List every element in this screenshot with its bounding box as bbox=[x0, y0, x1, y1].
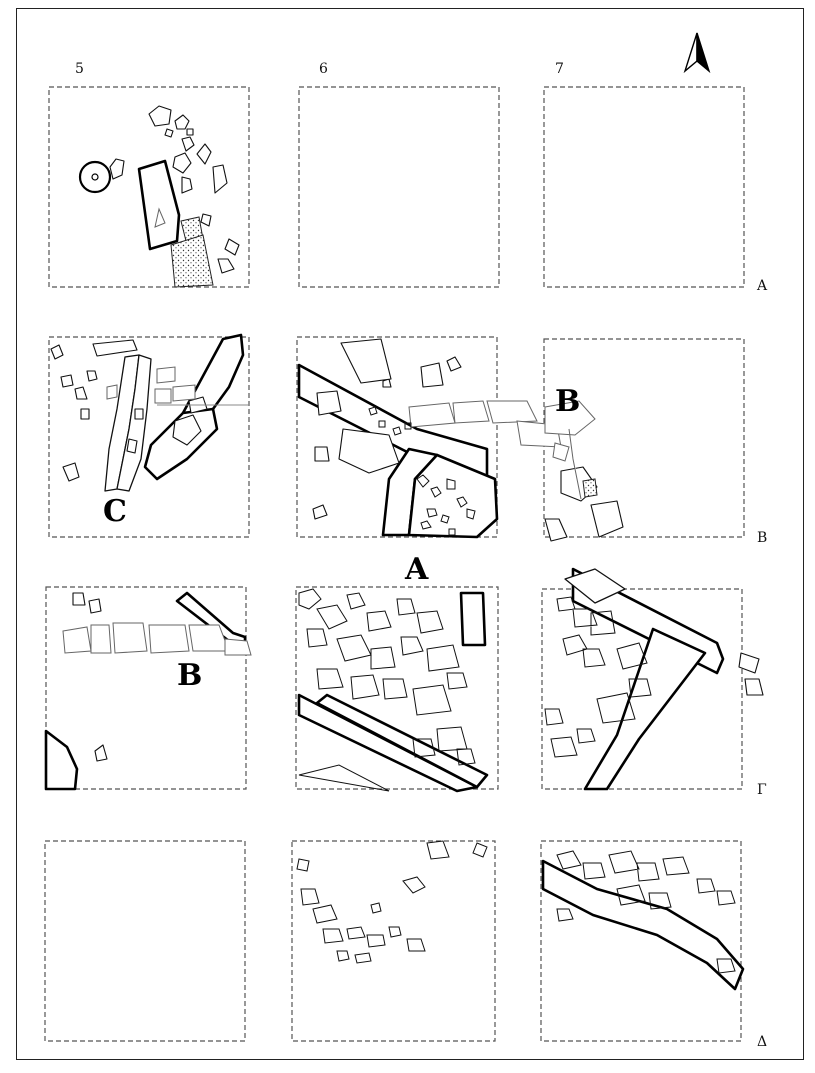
trench-d7 bbox=[540, 840, 742, 1042]
trench-b7 bbox=[543, 338, 745, 538]
wall-a-g7-features bbox=[544, 567, 764, 791]
trench-g7 bbox=[541, 588, 743, 790]
trench-g5 bbox=[45, 586, 247, 790]
row-label-b: B bbox=[757, 530, 767, 546]
column-label-6: 6 bbox=[319, 61, 328, 77]
trench-a5 bbox=[48, 86, 250, 288]
grid-squares bbox=[44, 86, 745, 1042]
plan-drawing: 5 6 7 A B Γ Δ bbox=[44, 32, 768, 1050]
row-label-gamma: Γ bbox=[757, 782, 767, 798]
wall-label-b-east: B bbox=[555, 384, 580, 419]
wall-c-features bbox=[50, 333, 249, 492]
wall-a-features bbox=[175, 588, 489, 793]
wall-a-b6-features bbox=[297, 338, 562, 539]
trench-a6 bbox=[298, 86, 500, 288]
trench-a7 bbox=[543, 86, 745, 288]
row-label-delta: Δ bbox=[757, 1034, 767, 1050]
wall-b-east-features bbox=[544, 400, 624, 542]
wall-label-a: A bbox=[404, 552, 429, 587]
trench-d6 bbox=[291, 840, 496, 1042]
row-label-a: A bbox=[756, 278, 768, 294]
trench-d5 bbox=[44, 840, 246, 1042]
trench-b5 bbox=[48, 336, 250, 538]
wall-label-c: C bbox=[103, 494, 127, 529]
trench-g6 bbox=[295, 586, 499, 790]
features-g5 bbox=[44, 592, 252, 791]
wall-label-b-west: B bbox=[177, 658, 202, 693]
features-a5 bbox=[78, 105, 240, 288]
features-d7 bbox=[541, 850, 745, 991]
features-d6 bbox=[296, 840, 488, 964]
north-arrow-icon bbox=[683, 32, 711, 74]
column-label-5: 5 bbox=[75, 61, 84, 77]
trench-b6 bbox=[296, 336, 498, 538]
column-label-7: 7 bbox=[555, 61, 564, 77]
excavation-plan: 5 6 7 A B Γ Δ bbox=[16, 8, 804, 1060]
